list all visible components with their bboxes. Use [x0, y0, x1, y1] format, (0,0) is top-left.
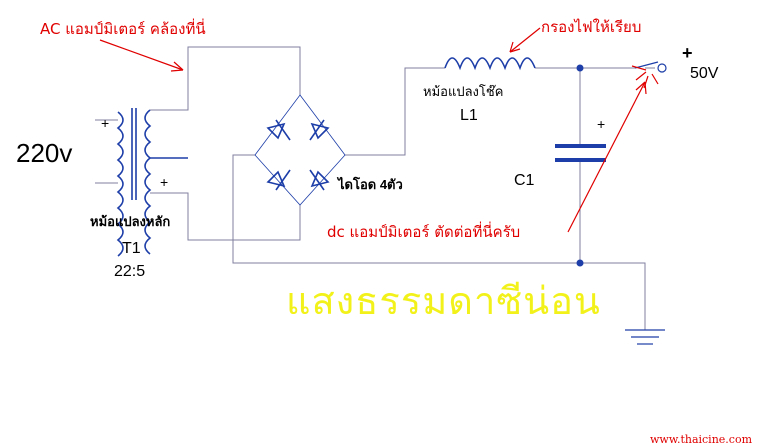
arrow-dc-meter [567, 81, 646, 233]
wire-secondary-top [150, 46, 301, 111]
watermark-text: แสงธรรมดาซีน่อน [286, 279, 601, 323]
ground-symbol [625, 329, 665, 345]
bridge-outline [254, 94, 346, 206]
transformer-ref: T1 [122, 240, 141, 257]
dc-meter-annotation: dc แอมป์มิเตอร์ ตัดต่อที่นี่ครับ [327, 223, 521, 241]
capacitor-plus-sign: + [597, 116, 606, 132]
arrow-filter [509, 27, 541, 53]
choke-ref: L1 [460, 107, 478, 124]
choke-l1 [444, 57, 536, 71]
transformer-t1 [116, 108, 188, 257]
spark [631, 65, 659, 89]
diodes-caption: ไดโอด 4ตัว [338, 177, 403, 192]
annotation-arrows [99, 27, 659, 233]
diode-3 [266, 169, 291, 191]
filter-annotation: กรองไฟให้เรียบ [541, 18, 642, 36]
wire-secondary-bottom [150, 192, 301, 241]
choke-caption: หม้อแปลงโช๊ค [423, 84, 504, 99]
arrowhead-ac [170, 61, 184, 72]
capacitor-c1 [555, 144, 606, 162]
capacitor-ref: C1 [514, 172, 535, 189]
website-link[interactable]: www.thaicine.com [650, 433, 753, 446]
primary-plus-sign: + [101, 115, 110, 131]
node-top [576, 64, 584, 72]
output-plus-sign: + [682, 43, 693, 63]
node-bottom [576, 259, 584, 267]
transformer-ratio: 22:5 [114, 263, 146, 280]
diode-4 [309, 169, 330, 191]
ac-meter-annotation: AC แอมป์มิเตอร์ คล้องที่นี่ [40, 20, 206, 38]
secondary-coil [144, 109, 152, 255]
arrowhead-filter [509, 41, 521, 53]
output-voltage-label: 50V [690, 65, 719, 82]
wires [95, 46, 655, 330]
diode-1 [266, 119, 291, 141]
main-transformer-caption: หม้อแปลงหลัก [90, 214, 171, 229]
wire-bridge-left [232, 154, 580, 264]
primary-coil [116, 111, 124, 257]
output-switch [634, 61, 667, 73]
diode-2 [309, 119, 330, 141]
secondary-plus-sign: + [160, 174, 169, 190]
bridge-rectifier [254, 94, 346, 206]
wire-ground [580, 262, 646, 330]
arrow-ac-meter [99, 39, 184, 71]
wire-bridge-right [345, 67, 445, 156]
input-voltage-label: 220v [16, 138, 73, 168]
